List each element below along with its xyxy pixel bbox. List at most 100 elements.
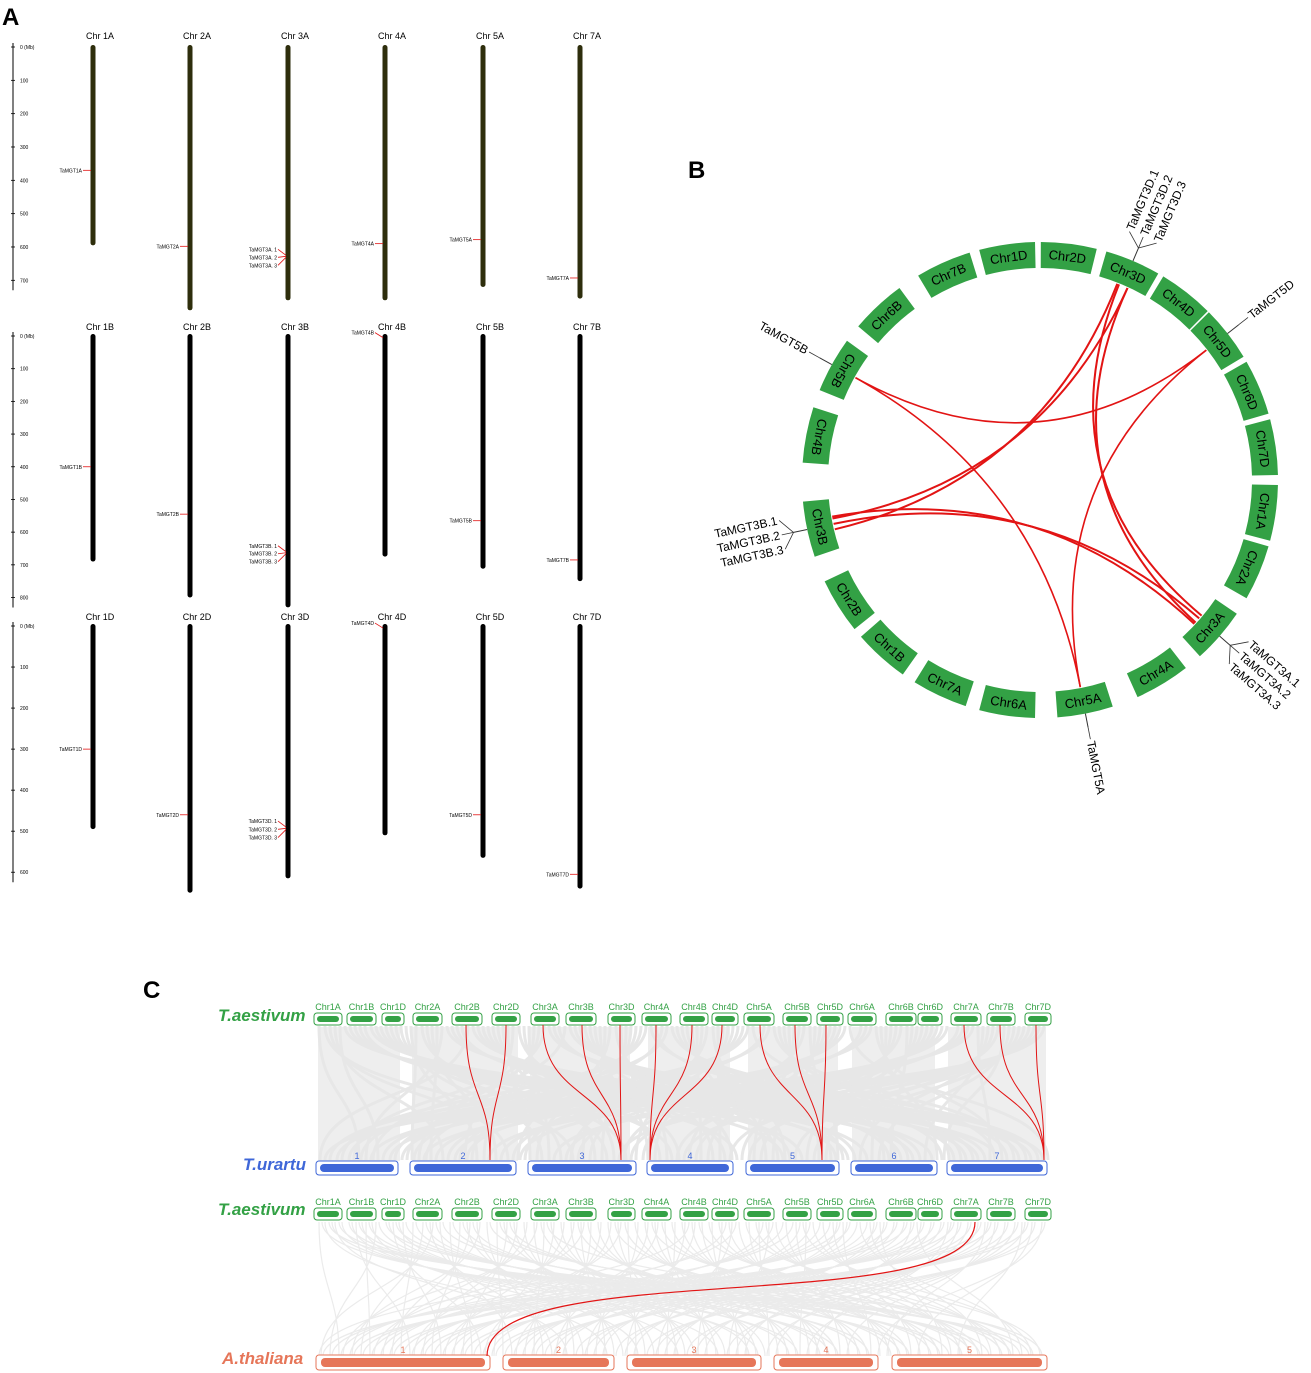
gene-label: TaMGT3A. 1 <box>249 247 277 253</box>
circos-block-label: Chr7D <box>1253 429 1273 468</box>
background-link <box>464 1221 982 1357</box>
background-link <box>822 1221 952 1357</box>
panel-b-letter: B <box>688 157 705 184</box>
scale-tick-label: 0 (Mb) <box>20 45 35 51</box>
background-link <box>382 1221 528 1357</box>
chr-bar <box>651 1164 729 1172</box>
chromosome-bar <box>480 624 486 858</box>
synteny-link <box>1071 349 1207 688</box>
gene-label: TaMGT5A <box>449 238 472 244</box>
background-link <box>360 1221 424 1357</box>
circos-block-chr4d: Chr4D <box>1149 276 1208 330</box>
background-link <box>515 1221 659 1357</box>
chr-label: Chr7A <box>953 1002 979 1012</box>
chromosome-title: Chr 4A <box>378 31 406 41</box>
gene-label: TaMGT4A <box>351 242 374 248</box>
circos-block-chr5b: Chr5B <box>819 340 869 400</box>
scale-tick-label: 200 <box>20 399 29 405</box>
background-link <box>462 1221 932 1357</box>
chromosome-bar <box>577 45 583 299</box>
chromosome-bar <box>382 624 388 836</box>
chr-bar <box>317 1016 339 1022</box>
red-link <box>649 1024 723 1161</box>
red-link <box>489 1024 507 1161</box>
gene-label: TaMGT4D <box>351 621 374 627</box>
circos-block-label: Chr1A <box>1253 492 1273 531</box>
chr-label: Chr1B <box>349 1002 375 1012</box>
chr-label: 7 <box>994 1151 999 1161</box>
background-link <box>564 1221 592 1357</box>
chr-label: 2 <box>556 1345 561 1355</box>
chromosome-bar <box>285 334 291 608</box>
chr-label: Chr2B <box>454 1002 480 1012</box>
circos-block-shape <box>802 407 839 465</box>
background-link <box>555 1221 649 1357</box>
background-link <box>496 1221 504 1357</box>
chr-bar <box>317 1211 339 1217</box>
circos-block-chr3b: Chr3B <box>802 499 840 557</box>
chr-label: Chr3A <box>532 1002 558 1012</box>
circos-block-label: Chr5A <box>1063 690 1102 712</box>
chr-bar <box>455 1211 479 1217</box>
red-links-urartu <box>465 1024 1045 1161</box>
chr-bar <box>569 1016 593 1022</box>
circos-block-shape <box>979 684 1036 718</box>
scale-tick-label: 600 <box>20 245 29 251</box>
scale-tick-label: 800 <box>20 596 29 602</box>
red-link <box>649 1024 693 1161</box>
gene-marker <box>374 622 384 629</box>
background-link <box>321 1221 839 1357</box>
red-link <box>649 1024 657 1161</box>
species-label-urartu: T.urartu <box>243 1155 307 1174</box>
gene-label: TaMGT2B <box>156 512 179 518</box>
circos-block-chr1d: Chr1D <box>979 242 1036 276</box>
background-link <box>533 1221 575 1357</box>
chr-bar <box>851 1211 873 1217</box>
chr-label: Chr2D <box>493 1002 520 1012</box>
background-link <box>728 1221 770 1357</box>
chr-label: 5 <box>967 1345 972 1355</box>
scale-tick-label: 600 <box>20 870 29 876</box>
background-link <box>322 1221 908 1357</box>
circos-block-shape <box>1099 251 1159 297</box>
synteny-links <box>832 283 1207 688</box>
species-label-aestivum-second: T.aestivum <box>218 1200 306 1219</box>
circos-gene-label-chr5b: TaMGT5B <box>757 319 833 366</box>
chr-bar <box>350 1016 373 1022</box>
species-label-aestivum-top: T.aestivum <box>218 1006 306 1025</box>
chr-bar <box>921 1211 939 1217</box>
circos-block-shape <box>914 660 974 707</box>
chromosome-title: Chr 7A <box>573 31 601 41</box>
background-link <box>420 1221 774 1357</box>
scale-tick-label: 200 <box>20 112 29 118</box>
circos-block-label: Chr3B <box>809 507 831 546</box>
background-link <box>318 1221 340 1357</box>
chromosome-bar <box>285 624 291 879</box>
circos-block-chr5a: Chr5A <box>1055 681 1113 718</box>
background-link <box>615 1221 999 1357</box>
scale-tick-label: 700 <box>20 278 29 284</box>
background-block <box>318 1027 400 1161</box>
gene-pointer <box>1084 713 1089 728</box>
scale-tick-label: 0 (Mb) <box>20 624 35 630</box>
red-link <box>542 1024 622 1161</box>
background-link <box>378 1221 830 1357</box>
chr-label: 2 <box>460 1151 465 1161</box>
chr-label: Chr6A <box>849 1197 875 1207</box>
chr-bar <box>385 1211 401 1217</box>
chr-bar <box>321 1358 485 1367</box>
gene-label: TaMGT3A. 2 <box>249 255 277 261</box>
background-link <box>462 1221 508 1357</box>
circos-block-shape <box>1244 484 1278 541</box>
red-link <box>465 1024 491 1161</box>
circos-block-shape <box>1182 599 1237 657</box>
circos-block-shape <box>1149 276 1208 330</box>
chromosome-bar <box>90 45 96 246</box>
